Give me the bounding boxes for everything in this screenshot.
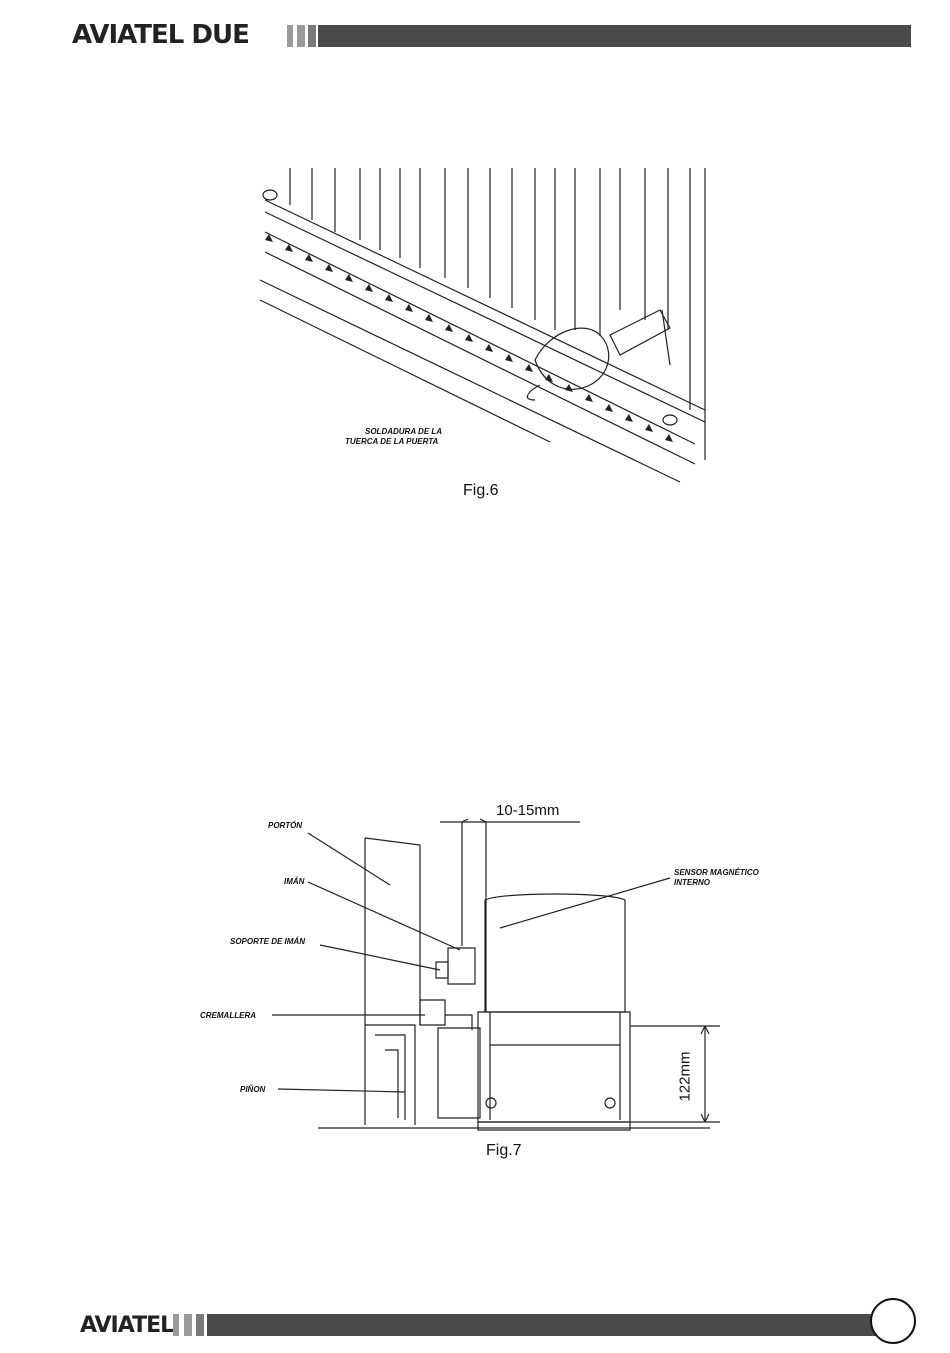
footer-logo: AVIATEL <box>80 1313 173 1338</box>
figure7-caption: Fig.7 <box>486 1142 522 1160</box>
figure6-drawing <box>250 160 720 490</box>
label-sensor: SENSOR MAGNÉTICO INTERNO <box>674 868 759 888</box>
header-stripe-2 <box>297 25 305 47</box>
figure7-dimension-top: 10-15mm <box>496 802 559 819</box>
header-logo: AVIATEL DUE <box>72 20 249 50</box>
figure6-callout-line2: TUERCA DE LA PUERTA <box>345 437 442 447</box>
figure6-callout-line1: SOLDADURA DE LA <box>345 427 442 437</box>
page-number-circle <box>870 1298 916 1344</box>
figure7-drawing <box>200 800 800 1140</box>
header-stripe-1 <box>287 25 293 47</box>
footer-bar <box>207 1314 887 1336</box>
figure7-dimension-side: 122mm <box>677 1051 694 1101</box>
header-bar <box>318 25 911 47</box>
footer-stripe-2 <box>184 1314 192 1336</box>
figure6-callout: SOLDADURA DE LA TUERCA DE LA PUERTA <box>345 427 442 447</box>
label-iman: IMÁN <box>284 877 304 887</box>
header-stripe-3 <box>308 25 316 47</box>
label-cremallera: CREMALLERA <box>200 1011 256 1021</box>
label-pinon: PIÑON <box>240 1085 265 1095</box>
label-soporte: SOPORTE DE IMÁN <box>230 937 305 947</box>
footer-stripe-1 <box>173 1314 179 1336</box>
label-sensor-line2: INTERNO <box>674 878 759 888</box>
footer-stripe-3 <box>196 1314 204 1336</box>
label-porton: PORTÓN <box>268 821 302 831</box>
label-sensor-line1: SENSOR MAGNÉTICO <box>674 868 759 878</box>
figure6-caption: Fig.6 <box>463 482 499 500</box>
